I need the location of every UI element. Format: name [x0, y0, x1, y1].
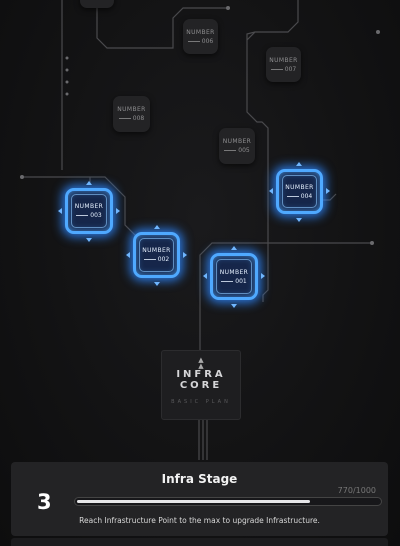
- tech-node-004[interactable]: NUMBER 004: [276, 169, 323, 214]
- node-label: NUMBER: [142, 247, 171, 254]
- node-label: NUMBER: [269, 56, 298, 64]
- arrow-down-icon: [86, 238, 92, 242]
- tech-node-001[interactable]: NUMBER 001: [210, 253, 258, 300]
- arrow-right-icon: [326, 188, 330, 194]
- node-number: 004: [287, 193, 312, 200]
- progress-bar-fill: [77, 500, 310, 503]
- bottom-panel-edge: [11, 538, 388, 546]
- node-number: 003: [76, 212, 101, 219]
- arrow-right-icon: [116, 208, 120, 214]
- node-label: NUMBER: [117, 106, 146, 113]
- arrow-left-icon: [269, 188, 273, 194]
- arrow-right-icon: [183, 252, 187, 258]
- node-number: 007: [271, 66, 296, 73]
- node-label: NUMBER: [219, 268, 249, 276]
- node-number: 006: [188, 38, 213, 45]
- node-label: NUMBER: [186, 28, 215, 36]
- node-label: NUMBER: [222, 138, 252, 145]
- progress-bar: [74, 497, 382, 506]
- node-number: 005: [224, 147, 249, 154]
- progress-count: 770/1000: [337, 486, 376, 495]
- tech-node-007[interactable]: NUMBER 007: [266, 47, 301, 82]
- arrow-up-icon: [154, 225, 160, 229]
- arrow-left-icon: [58, 208, 62, 214]
- arrow-right-icon: [261, 273, 265, 279]
- stage-level: 3: [37, 490, 52, 514]
- arrow-down-icon: [154, 282, 160, 286]
- node-label: NUMBER: [285, 183, 314, 191]
- node-number: 008: [119, 115, 144, 122]
- tech-node-008[interactable]: NUMBER 008: [113, 96, 150, 132]
- core-title-line2: CORE: [179, 380, 223, 391]
- core-title-line1: INFRA: [176, 369, 226, 380]
- node-number: 001: [221, 278, 246, 285]
- tech-node-005[interactable]: NUMBER 005: [219, 128, 255, 164]
- arrow-left-icon: [203, 273, 207, 279]
- tech-node-003[interactable]: NUMBER 003: [65, 188, 113, 234]
- arrow-up-icon: [231, 246, 237, 250]
- tech-node-002[interactable]: NUMBER 002: [133, 232, 180, 278]
- tech-node-top[interactable]: [80, 0, 114, 8]
- arrow-up-icon: [86, 181, 92, 185]
- arrow-down-icon: [231, 304, 237, 308]
- infra-stage-panel: Infra Stage 3 770/1000 Reach Infrastruct…: [11, 462, 388, 536]
- node-label: NUMBER: [74, 203, 104, 210]
- tech-node-006[interactable]: NUMBER 006: [183, 19, 218, 54]
- panel-description: Reach Infrastructure Point to the max to…: [79, 516, 320, 525]
- arrow-left-icon: [126, 252, 130, 258]
- arrow-up-icon: [296, 162, 302, 166]
- core-subtitle: BASIC PLAN: [171, 399, 231, 405]
- panel-title: Infra Stage: [161, 472, 238, 486]
- infra-core-node[interactable]: ▲▲ INFRA CORE BASIC PLAN: [161, 350, 241, 420]
- node-number: 002: [144, 256, 169, 263]
- arrow-down-icon: [296, 218, 302, 222]
- chevron-up-icon: ▲▲: [198, 356, 204, 370]
